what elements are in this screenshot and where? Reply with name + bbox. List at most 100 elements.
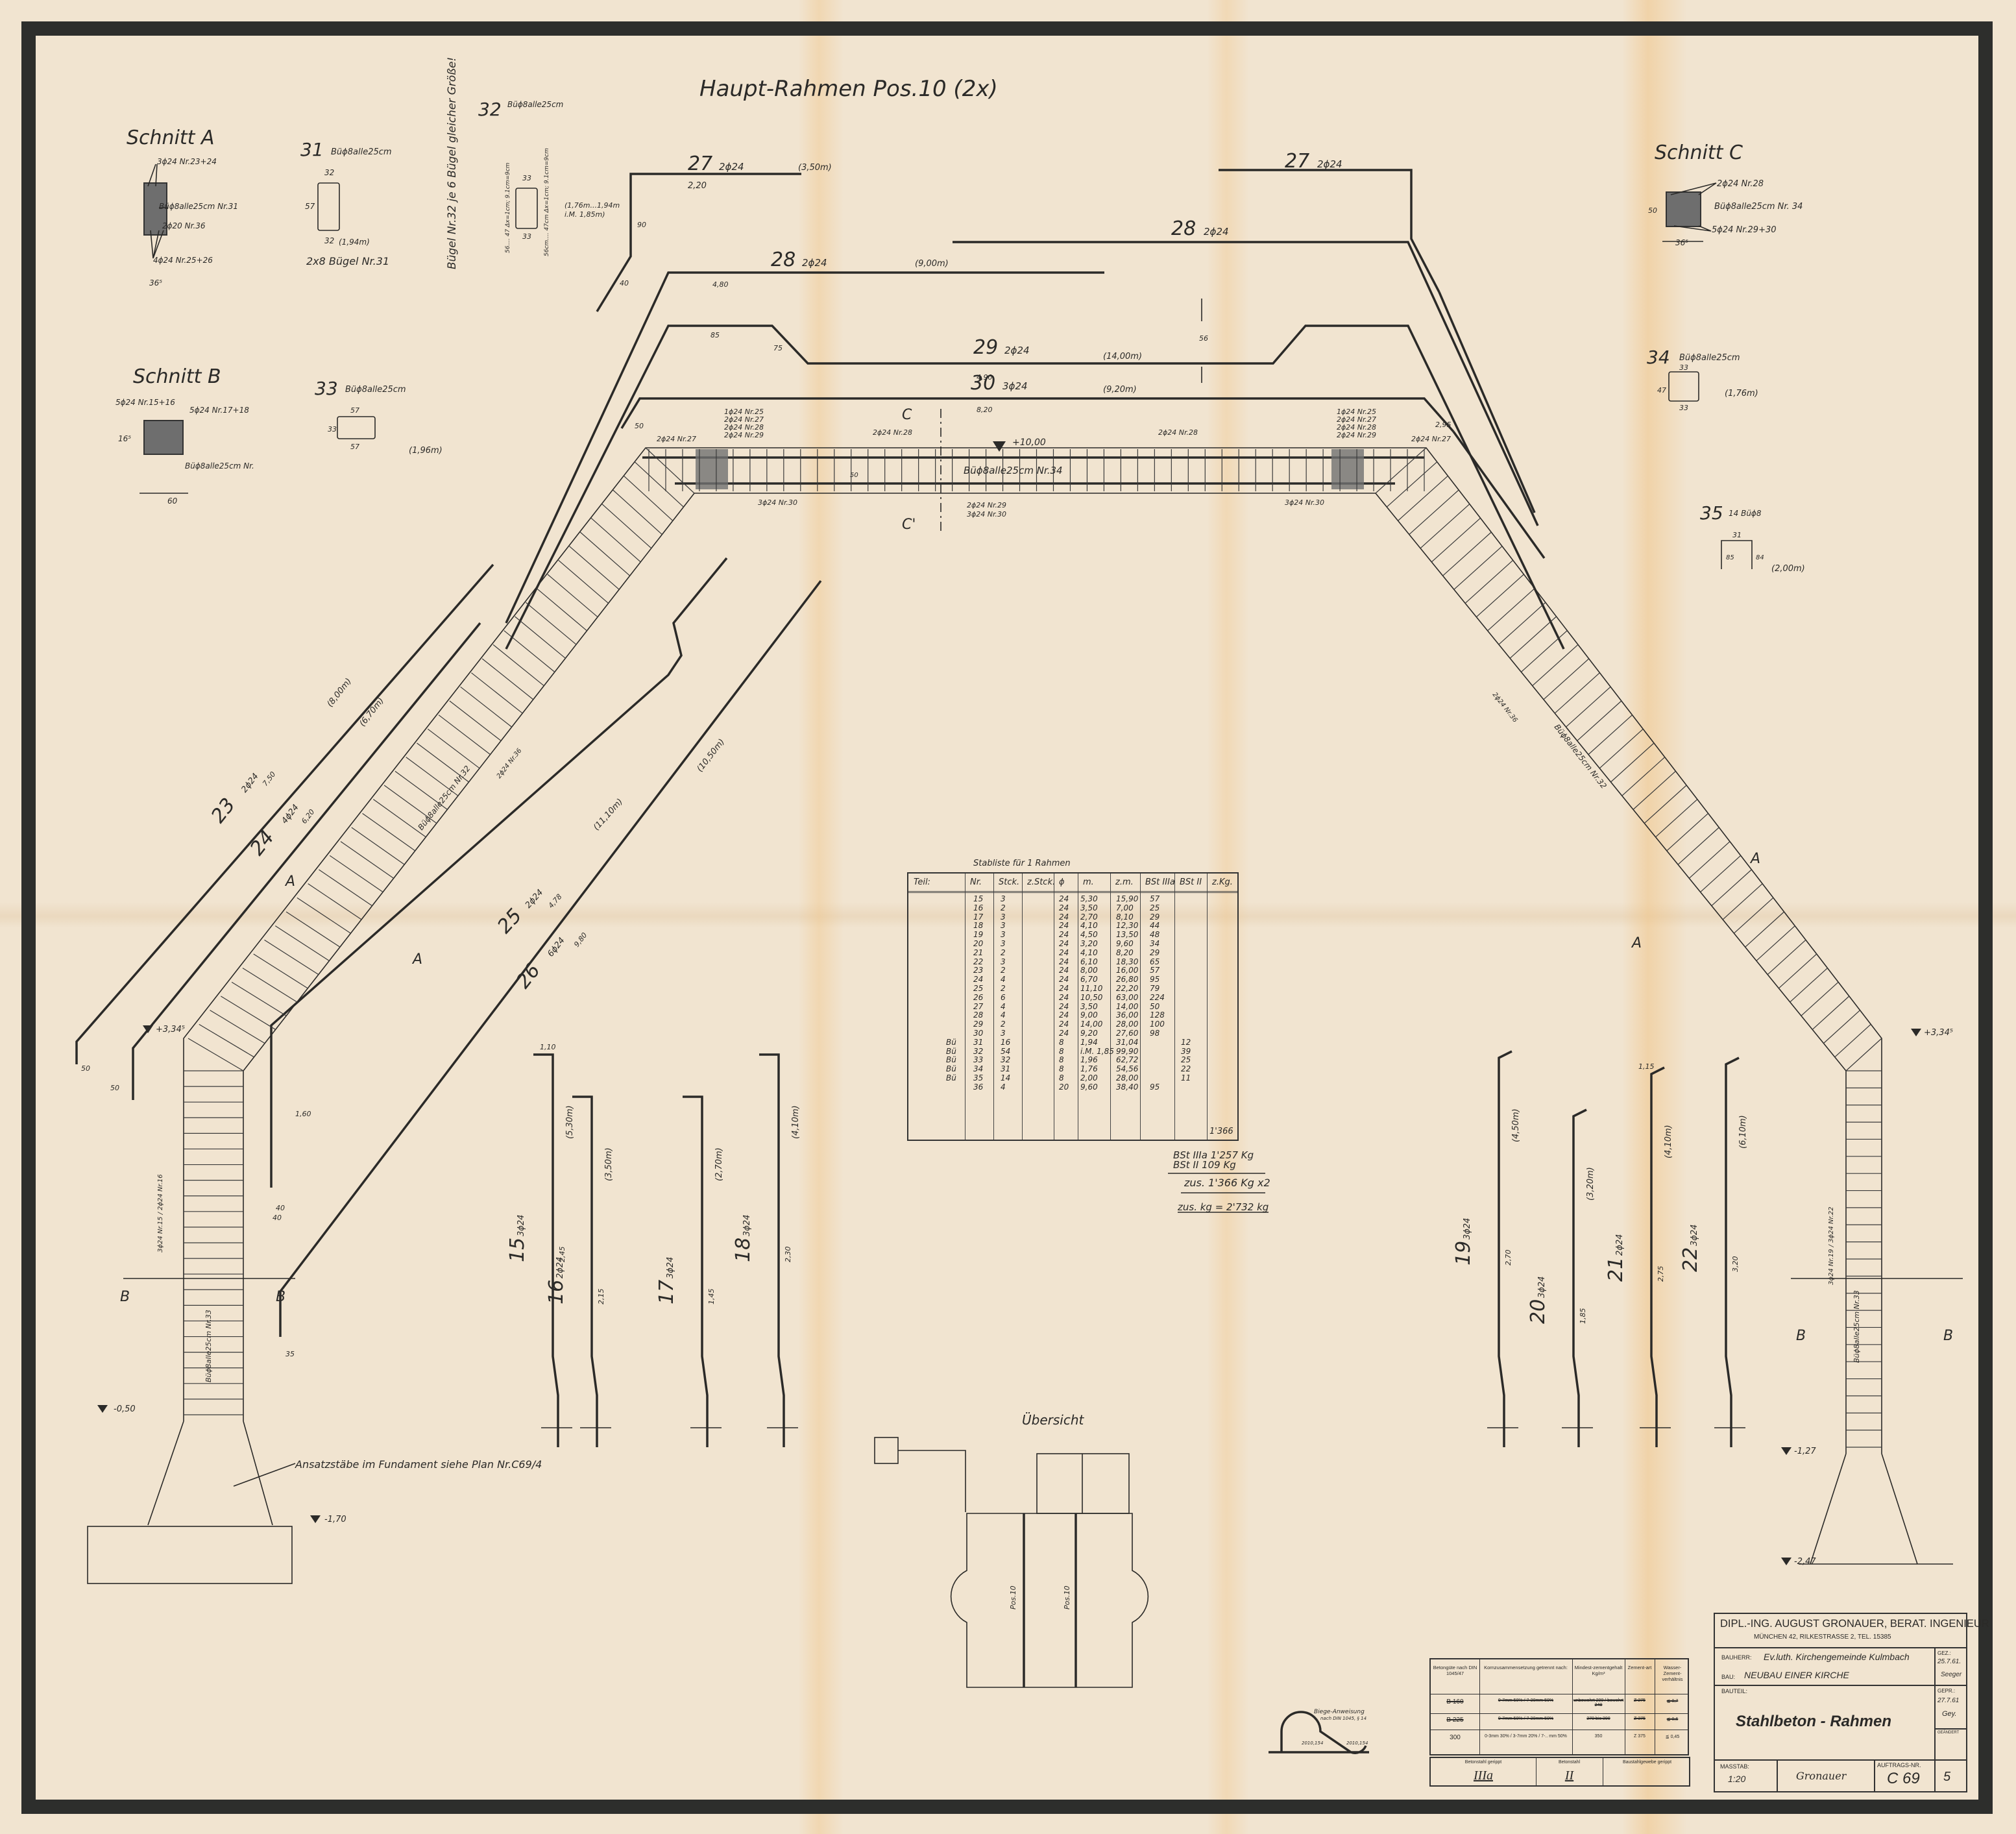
cut-a-left-1: A (284, 874, 295, 890)
table-cell-b3: 224 (1150, 992, 1165, 1002)
bar-23-spec: 2ϕ24 (239, 772, 260, 795)
bar-dim: 1,45 (707, 1289, 716, 1305)
table-cell-nr: 27 (973, 1001, 984, 1011)
bau-value: NEUBAU EINER KIRCHE (1744, 1670, 1849, 1680)
bar-28-length: (9,00m) (915, 259, 949, 269)
stirrup-line (242, 968, 298, 1003)
steel-grade: II (1564, 1768, 1574, 1783)
stirrup-33-side: 33 (328, 425, 337, 434)
table-cell-stck: 32 (1001, 1055, 1011, 1065)
table-cell-nr: 23 (973, 966, 984, 975)
concrete-header-cell: Betongüte nach DIN 1045/47 (1433, 1665, 1477, 1676)
corner-27-left: 2ϕ24 Nr.27 (657, 435, 696, 443)
stirrup-line (1554, 672, 1600, 714)
bar-number: 16 (545, 1280, 568, 1304)
bau-label: BAU: (1721, 1674, 1736, 1680)
bar-26-dim-2: 40 (273, 1214, 282, 1222)
stirrup-line (1498, 602, 1546, 645)
table-cell-stck: 54 (1001, 1046, 1011, 1056)
stirrup-line (569, 546, 620, 590)
bar-line (572, 1095, 598, 1447)
level-right-1: -1,27 (1794, 1447, 1816, 1456)
stirrup-line (1823, 1010, 1860, 1044)
table-cell-m: 3,50 (1080, 1001, 1098, 1011)
table-cell-d: 24 (1059, 984, 1069, 993)
bar-29-spec: 2ϕ24 (1004, 345, 1030, 356)
stirrup-line (515, 616, 566, 659)
stirrup-33-spec: Büϕ8alle25cm (345, 385, 406, 395)
table-cell-b2: 39 (1181, 1046, 1191, 1056)
table-cell-nr: 22 (973, 957, 984, 966)
col-stirrups-left: Büϕ8alle25cm Nr.33 (204, 1310, 213, 1382)
bar-length: (4,10m) (1664, 1125, 1673, 1158)
bar-29-dim-1: 85 (710, 331, 720, 339)
signature: Gronauer (1796, 1770, 1847, 1782)
sum-total: zus. 1'366 Kg x2 (1184, 1177, 1270, 1189)
geaendert-label: GEÄNDERT (1937, 1731, 1960, 1735)
table-cell-m: 6,10 (1080, 957, 1098, 966)
bar-25-dim-2: 40 (276, 1204, 285, 1212)
concrete-header-cell: Kornzusammensetzung getrennt nach: (1484, 1665, 1568, 1670)
corner-right-2: 2ϕ24 Nr.27 (1337, 415, 1376, 424)
table-cell-d: 8 (1059, 1064, 1064, 1074)
corner-27-right: 2ϕ24 Nr.27 (1411, 435, 1451, 443)
table-column-divider (1207, 874, 1208, 1140)
stirrup-32-length: (1,76m...1,94m (565, 201, 620, 210)
table-cell-stck: 4 (1001, 975, 1006, 984)
stirrup-line (590, 517, 641, 563)
concrete-header-cell: Wasser-Zement-verhältnis (1662, 1665, 1683, 1682)
table-column-divider (1140, 874, 1141, 1140)
section-b-shape (143, 420, 184, 455)
stirrup-line (274, 925, 330, 961)
beam-bottom-right-label: 3ϕ24 Nr.30 (1285, 498, 1324, 507)
sheet-border (21, 21, 1993, 1814)
overview-pos-right: Pos.10 (1063, 1585, 1071, 1609)
table-cell-zm: 27,60 (1116, 1029, 1139, 1038)
stirrup-31-top: 32 (324, 168, 334, 177)
stirrup-33-bottom: 57 (350, 443, 359, 451)
table-header-cell: Teil: (914, 877, 930, 887)
table-cell-m: 9,00 (1080, 1010, 1098, 1020)
stirrup-34: 34 Büϕ8alle25cm 33 47 33 (1,76m) (1647, 347, 1758, 412)
stirrup-line (1700, 855, 1742, 892)
diag-stirrups-right: Büϕ8alle25cm Nr.32 (1553, 722, 1609, 790)
bar-29-dim-3: 56 (1199, 334, 1208, 343)
level-right-2: -2,47 (1794, 1557, 1816, 1567)
bar-number: 15 (506, 1238, 529, 1262)
stirrup-line (1767, 939, 1806, 975)
stirrup-line (406, 757, 459, 796)
bar-30-spec: 3ϕ24 (1002, 380, 1028, 392)
table-cell-zm: 99,90 (1116, 1046, 1139, 1056)
stirrup-line (1398, 475, 1448, 521)
stirrup-line (558, 559, 609, 604)
table-cell-d: 24 (1059, 939, 1069, 948)
table-cell-b2: 25 (1181, 1055, 1191, 1065)
stirrup-line (1521, 630, 1568, 672)
table-cell-zm: 28,00 (1116, 1073, 1139, 1082)
table-cell-b3: 50 (1150, 1001, 1160, 1011)
bar-27-dim-1: 90 (637, 221, 646, 229)
bar-27-length: (3,50m) (798, 163, 832, 173)
bar-length: (6,10m) (1738, 1115, 1748, 1149)
stirrup-line (492, 644, 544, 687)
table-cell-d: 8 (1059, 1073, 1064, 1082)
level-top: +10,00 (1012, 437, 1046, 448)
concrete-cell-grain: 0-3mm 30% / 3-7mm 20% / 7-.. mm 50% (1485, 1734, 1567, 1739)
bar-28-left: 28 2ϕ24 (9,00m) 4,80 (505, 249, 1104, 624)
bar-30-dim-1: 50 (635, 422, 644, 430)
table-total: 1'366 (1209, 1127, 1233, 1136)
bar-30-dim-2: 2,95 (1435, 421, 1451, 429)
stirrup-line (1588, 715, 1633, 755)
cut-b-right-2: B (1943, 1328, 1953, 1344)
stirrup-31-bottom: 32 (324, 236, 334, 245)
section-c-title: Schnitt C (1655, 141, 1743, 164)
stirrup-line (504, 630, 555, 672)
stirrup-line (471, 672, 523, 714)
bauteil-value: Stahlbeton - Rahmen (1736, 1713, 1892, 1730)
corner-right-4: 2ϕ24 Nr.29 (1337, 431, 1376, 439)
